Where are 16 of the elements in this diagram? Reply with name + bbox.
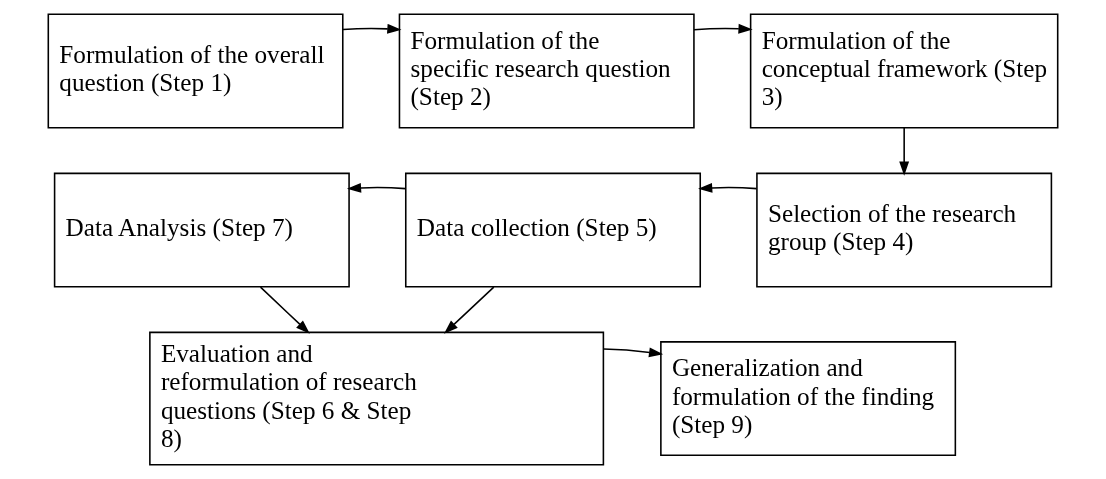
arrow — [693, 23, 753, 34]
node-box: Selection of the research group (Step 4) — [756, 172, 1053, 288]
node-box: Formulation of the conceptual framework (Step 3) — [749, 13, 1059, 129]
node-box: Evaluation and reformulation of research questions (Step 6 & Step 8) — [149, 331, 605, 466]
node-box: Formulation of the specific research question (Step 2) — [398, 13, 695, 129]
node-box: Formulation of the overall question (Step 1) — [47, 13, 344, 129]
arrow — [342, 23, 402, 34]
node-box: Data collection (Step 5) — [404, 172, 702, 288]
arrow — [698, 182, 758, 193]
node-box: Generalization and formulation of the finding (Step 9) — [660, 341, 957, 457]
node-box: Data Analysis (Step 7) — [53, 172, 350, 288]
arrow — [259, 286, 310, 334]
arrow — [602, 347, 664, 358]
arrow — [346, 182, 407, 193]
arrow — [444, 286, 495, 334]
arrow — [899, 127, 910, 176]
